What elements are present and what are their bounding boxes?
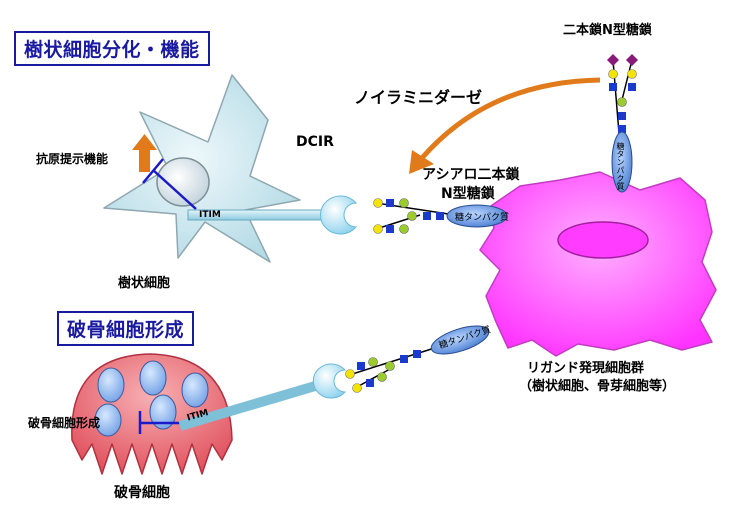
glycoprotein-label-asialo: 糖タンパク質 [455,213,510,223]
osteoclast-label: 破骨細胞 [114,485,170,501]
dc-function-title: 樹状細胞分化・機能 [14,31,210,66]
dendritic-cell-nucleus [156,157,210,207]
glycoprotein-label-top: 糖タンパク質 [616,142,625,190]
sialic-acid-diamond [607,54,619,66]
oc-dcir-stem [178,379,324,431]
antigen-presentation-label: 抗原提示機能 [36,152,109,166]
asialo-label-line2: N型糖鎖 [441,186,495,202]
ligand-cell-nucleus [557,221,649,259]
ligand-cells-label-line2: （樹状細胞、骨芽細胞等） [519,379,676,394]
osteoclast-nucleus-5 [149,394,177,430]
antigen-up-arrow [132,134,157,172]
neuraminidase-arrow [409,77,601,174]
oc-formation-title: 破骨細胞形成 [57,311,195,346]
neuraminidase-label: ノイラミニダーゼ [354,88,483,107]
ligand-cells-label-line1: リガンド発現細胞群 [527,361,645,376]
osteoclast-formation-label: 破骨細胞形成 [28,416,101,430]
ligand-cell-body [479,171,717,357]
dendritic-cell-label: 樹状細胞 [118,276,171,291]
biantennary-label: 二本鎖N型糖鎖 [563,23,652,38]
osteoclast-nucleus-1 [97,367,125,403]
top-glycan [607,54,638,193]
sialic-acid-diamond [626,54,638,66]
oc-inhibition-bar [138,411,180,434]
osteoclast-nucleus-3 [181,372,209,408]
oc-dcir-receptor [312,363,347,399]
dcir-label: DCIR [296,134,334,150]
dc-inhibition-bar [142,158,197,210]
asialo-label-line1: アシアロ二本鎖 [422,167,520,183]
dc-itim-label: ITIM [199,210,221,220]
dcir-receptor [320,195,358,235]
osteoclast-nucleus-2 [139,360,167,396]
osteoclast-nucleus-4 [94,403,122,437]
lower-glycan [345,325,490,393]
asialo-glycan [373,198,508,234]
